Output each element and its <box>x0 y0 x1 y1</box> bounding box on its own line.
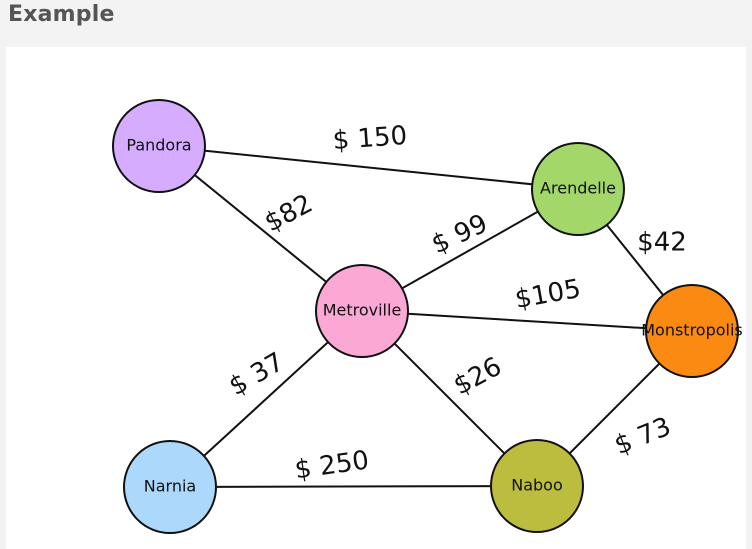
node-monstropolis: Monstropolis <box>641 284 743 378</box>
edge-cost-label-pandora-metroville: $82 <box>260 189 318 239</box>
edge-cost-label-metroville-narnia: $ 37 <box>224 347 289 402</box>
node-metroville: Metroville <box>315 264 409 358</box>
node-circle-narnia <box>123 440 217 534</box>
edge-cost-label-metroville-monstropolis: $105 <box>513 274 583 315</box>
node-arendelle: Arendelle <box>531 142 625 236</box>
node-label-arendelle: Arendelle <box>540 179 616 198</box>
node-label-pandora: Pandora <box>126 136 191 155</box>
edge-cost-label-pandora-arendelle: $ 150 <box>332 121 408 156</box>
node-label-metroville: Metroville <box>323 301 402 320</box>
graph-canvas: $ 150 $82 $ 99 $42 $105 $ 37 $26 $ 250 $ 73 Pando… <box>6 47 746 549</box>
edge-cost-label-metroville-arendelle: $ 99 <box>427 209 492 261</box>
city-cost-graph: $ 150 $82 $ 99 $42 $105 $ 37 $26 $ 250 $ 73 Pando… <box>112 99 743 534</box>
node-label-monstropolis: Monstropolis <box>641 321 743 340</box>
edge-narnia-naboo <box>169 485 538 488</box>
node-circle-naboo <box>490 439 584 533</box>
node-naboo: Naboo <box>490 439 584 533</box>
edge-cost-label-naboo-monstropolis: $ 73 <box>610 412 675 462</box>
edge-pandora-arendelle <box>158 145 579 190</box>
node-narnia: Narnia <box>123 440 217 534</box>
edge-cost-label-narnia-naboo: $ 250 <box>293 445 371 485</box>
node-pandora: Pandora <box>112 99 206 193</box>
section-heading: Example <box>8 2 115 27</box>
node-circle-monstropolis <box>645 284 739 378</box>
node-circle-pandora <box>112 99 206 193</box>
edge-metroville-monstropolis <box>361 310 693 332</box>
node-circle-metroville <box>315 264 409 358</box>
node-label-narnia: Narnia <box>144 477 196 496</box>
edge-cost-label-arendelle-monstropolis: $42 <box>637 228 687 258</box>
node-label-naboo: Naboo <box>511 476 563 495</box>
edge-cost-label-metroville-naboo: $26 <box>449 352 507 402</box>
node-circle-arendelle <box>531 142 625 236</box>
